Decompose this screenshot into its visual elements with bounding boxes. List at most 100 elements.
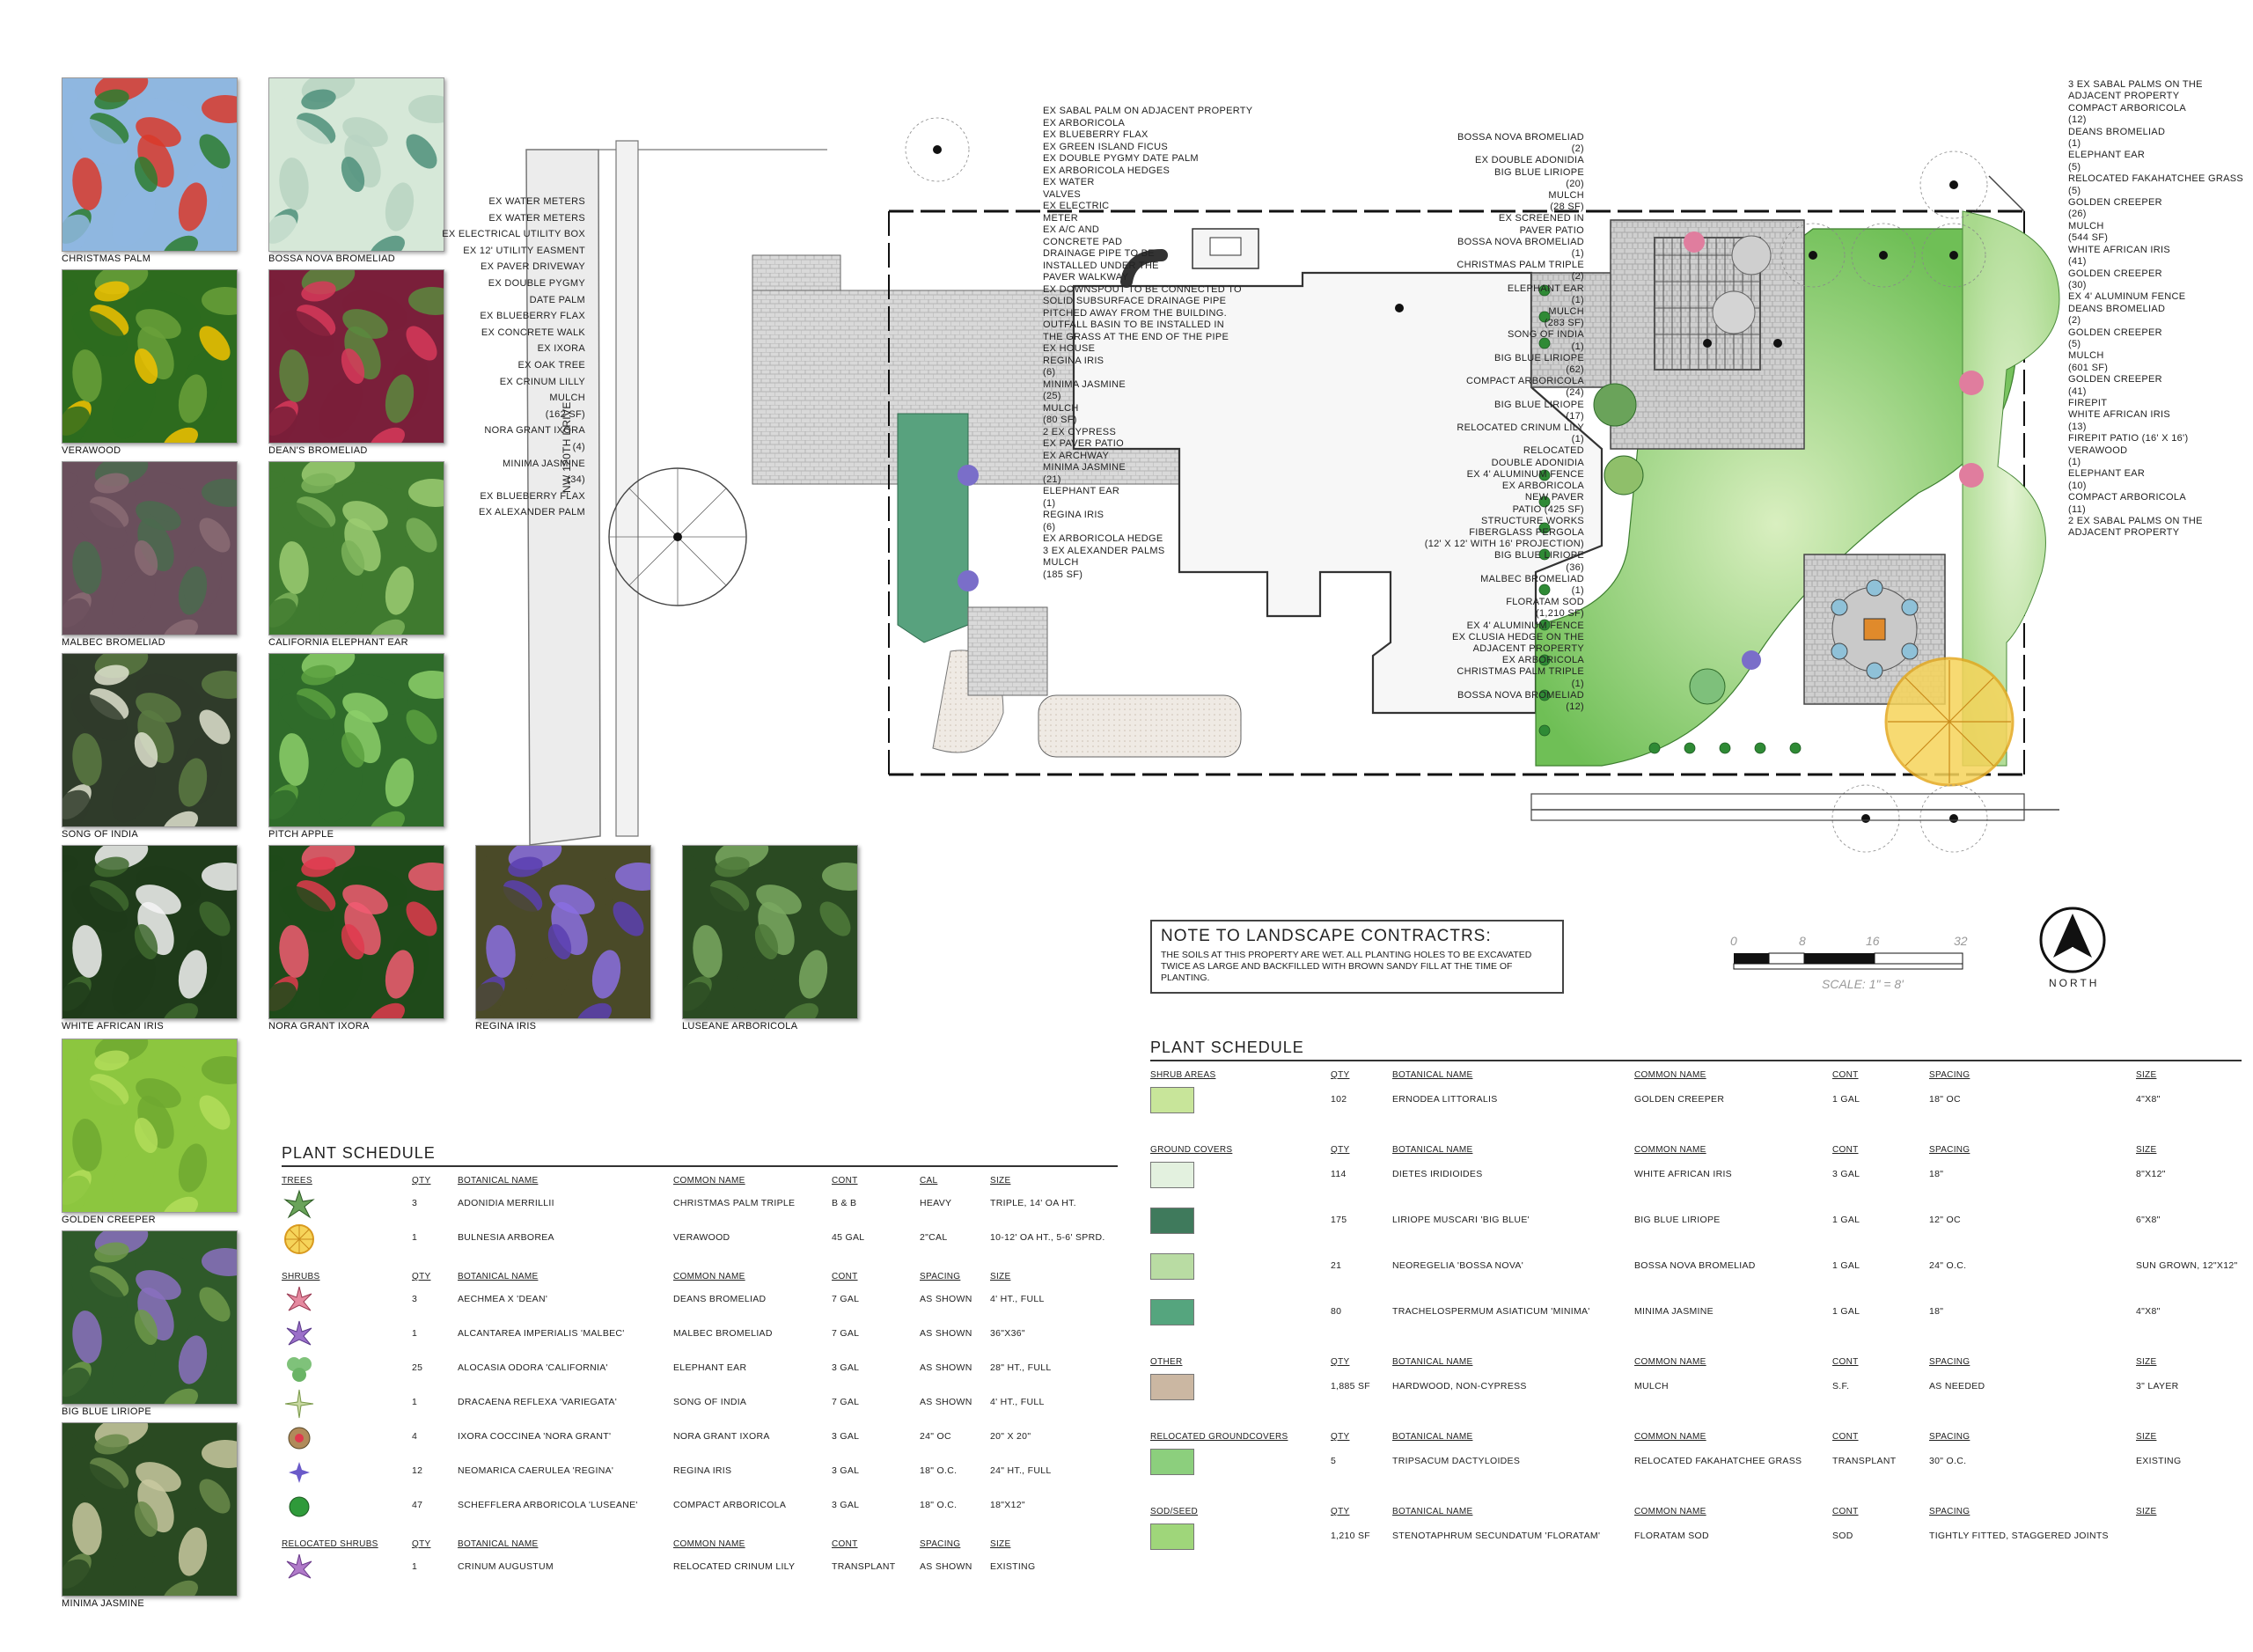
- callout-label: PITCHED AWAY FROM THE BUILDING.: [1043, 307, 1227, 319]
- schedule-column-header: CONT: [1832, 1432, 1859, 1442]
- callout-label: ELEPHANT EAR: [2068, 468, 2146, 480]
- callout-label: (1): [1571, 341, 1584, 352]
- palm-star-icon: [283, 1189, 315, 1219]
- schedule-column-header: SPACING: [1929, 1432, 1970, 1442]
- plant-photo: [62, 1039, 238, 1213]
- schedule-column-header: BOTANICAL NAME: [1392, 1357, 1473, 1367]
- schedule-cell-size: SUN GROWN, 12"x12": [2136, 1260, 2238, 1271]
- schedule-cell-com: BOSSA NOVA BROMELIAD: [1634, 1260, 1756, 1271]
- callout-label: EX PAVER DRIVEWAY: [481, 261, 585, 273]
- schedule-cell-c5: AS NEEDED: [1929, 1381, 1985, 1391]
- schedule-row-swatch: [1150, 1449, 1194, 1475]
- callout-label: RELOCATED FAKAHATCHEE GRASS: [2068, 173, 2244, 185]
- callout-label: (2): [2068, 315, 2081, 327]
- schedule-cell-c5: AS SHOWN: [920, 1362, 972, 1373]
- plant-photo-image: [269, 654, 444, 826]
- callout-label: ELEPHANT EAR: [1507, 283, 1584, 294]
- callout-label: REGINA IRIS: [1043, 510, 1104, 520]
- schedule-column-header: COMMON NAME: [673, 1539, 745, 1549]
- callout-label: STRUCTURE WORKS: [1481, 515, 1584, 526]
- schedule-column-header: CONT: [832, 1539, 858, 1549]
- callout-label: BOSSA NOVA BROMELIAD: [1457, 236, 1584, 247]
- callout-label: VERAWOOD: [2068, 444, 2128, 456]
- schedule-cell-size: 4' HT., FULL: [990, 1397, 1045, 1407]
- plant-schedule-title: PLANT SCHEDULE: [282, 1144, 436, 1162]
- schedule-cell-cont: 45 GAL: [832, 1232, 865, 1243]
- callout-label: PAVER PATIO: [1519, 224, 1584, 236]
- callout-label: BOSSA NOVA BROMELIAD: [1457, 132, 1584, 143]
- callout-label: MULCH: [549, 393, 585, 404]
- callout-label: (62): [1566, 364, 1584, 376]
- callout-label: (36): [1566, 562, 1584, 573]
- schedule-cell-bot: DIETES IRIDIOIDES: [1392, 1169, 1483, 1179]
- schedule-cell-cont: SOD: [1832, 1531, 1853, 1541]
- callout-label: GOLDEN CREEPER: [2068, 268, 2162, 279]
- plant-photo-image: [476, 846, 650, 1018]
- plant-photo: [62, 1230, 238, 1405]
- callout-label: MULCH: [1043, 557, 1079, 568]
- schedule-cell-bot: ALCANTAREA IMPERIALIS 'MALBEC': [458, 1328, 625, 1339]
- schedule-cell-qty: 3: [412, 1198, 418, 1208]
- contractor-note: NOTE TO LANDSCAPE CONTRACTRS: THE SOILS …: [1150, 920, 1564, 994]
- callout-label: FIBERGLASS PERGOLA: [1469, 526, 1584, 538]
- callout-label: (162 SF): [545, 408, 585, 420]
- ixora-icon: [288, 1427, 311, 1450]
- schedule-column-header: SIZE: [2136, 1357, 2157, 1367]
- callout-label: EX 4' ALUMINUM FENCE: [1466, 468, 1584, 480]
- schedule-cell-bot: LIRIOPE MUSCARI 'BIG BLUE': [1392, 1215, 1530, 1225]
- callout-label: (544 SF): [2068, 232, 2109, 244]
- schedule-column-header: COMMON NAME: [1634, 1507, 1706, 1516]
- callout-label: GOLDEN CREEPER: [2068, 197, 2162, 209]
- callout-label: (12' X 12' WITH 16' PROJECTION): [1424, 539, 1584, 550]
- schedule-column-header: SPACING: [1929, 1357, 1970, 1367]
- callout-label: DATE PALM: [529, 294, 585, 305]
- schedule-cell-com: SONG OF INDIA: [673, 1397, 747, 1407]
- schedule-column-header: BOTANICAL NAME: [458, 1272, 539, 1281]
- schedule-cell-com: COMPACT ARBORICOLA: [673, 1500, 787, 1510]
- plant-photo: [62, 1422, 238, 1597]
- verawood-icon: [284, 1224, 314, 1254]
- callout-label: EX DOUBLE ADONIDIA: [1475, 155, 1584, 166]
- plant-photo: [682, 845, 858, 1019]
- schedule-cell-qty: 4: [412, 1431, 418, 1442]
- plant-schedule-title: PLANT SCHEDULE: [1150, 1039, 1304, 1056]
- callout-label: BIG BLUE LIRIOPE: [1493, 550, 1584, 562]
- callout-label: MINIMA JASMINE: [1043, 378, 1126, 390]
- callout-label: (20): [1566, 178, 1584, 189]
- schedule-cell-qty: 3: [412, 1294, 418, 1304]
- schedule-row-icon: [282, 1551, 317, 1589]
- callout-label: COMPACT ARBORICOLA: [1466, 376, 1584, 387]
- schedule-row-icon: [282, 1222, 317, 1259]
- schedule-column-header: COMMON NAME: [673, 1176, 745, 1186]
- callout-label: EX IXORA: [537, 343, 585, 355]
- north-arrow: NORTH: [2037, 907, 2117, 995]
- callout-label: (24): [1566, 387, 1584, 399]
- scale-tick-32: 32: [1954, 934, 1968, 948]
- schedule-cell-qty: 1: [412, 1561, 418, 1572]
- schedule-row-swatch: [1150, 1299, 1194, 1325]
- plant-photo: [268, 845, 444, 1019]
- callout-label: WHITE AFRICAN IRIS: [2068, 244, 2171, 255]
- plant-photo: [475, 845, 651, 1019]
- schedule-cell-bot: ADONIDIA MERRILLII: [458, 1198, 554, 1208]
- schedule-row-swatch: [1150, 1524, 1194, 1550]
- callout-label: (1): [2068, 457, 2081, 467]
- schedule-cell-size: 3" LAYER: [2136, 1381, 2179, 1391]
- callout-label: (1): [2068, 138, 2081, 150]
- callout-label: EX ARBORICOLA HEDGE: [1043, 533, 1163, 544]
- schedule-cell-cont: 3 GAL: [832, 1362, 860, 1373]
- callout-label: (1): [1571, 678, 1584, 689]
- callout-label: ELEPHANT EAR: [2068, 150, 2146, 161]
- callout-label: DEANS BROMELIAD: [2068, 303, 2166, 314]
- schedule-cell-size: 8"x12": [2136, 1169, 2166, 1179]
- plant-photo: [62, 77, 238, 252]
- plant-photo-image: [62, 462, 237, 635]
- schedule-cell-c5: 18": [1929, 1169, 1944, 1179]
- schedule-cell-bot: STENOTAPHRUM SECUNDATUM 'FLORATAM': [1392, 1531, 1601, 1541]
- callout-label: ELEPHANT EAR: [1043, 486, 1120, 496]
- malbec-bromeliad-icon: [286, 1320, 312, 1346]
- schedule-cell-cont: 7 GAL: [832, 1294, 860, 1304]
- schedule-cell-qty: 5: [1331, 1456, 1337, 1466]
